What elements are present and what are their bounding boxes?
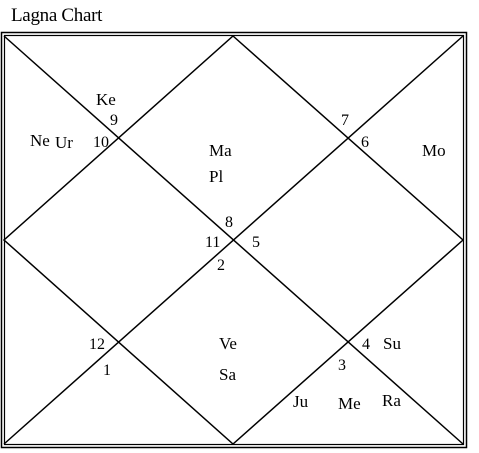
planet-rahu: Ra	[382, 391, 401, 410]
planet-sun: Su	[383, 334, 401, 353]
sign-number-4: 4	[362, 336, 370, 353]
sign-number-5: 5	[252, 234, 260, 251]
planet-uranus: Ur	[55, 133, 73, 152]
diagonal-anti	[3, 35, 464, 445]
planet-mercury: Me	[338, 394, 361, 413]
planet-venus: Ve	[219, 334, 237, 353]
planet-moon: Mo	[422, 141, 446, 160]
sign-number-3: 3	[338, 357, 346, 374]
chart-title: Lagna Chart	[11, 5, 103, 26]
planet-pluto: Pl	[209, 167, 223, 186]
sign-number-11: 11	[205, 234, 220, 251]
outer-border	[0, 31, 468, 449]
sign-number-6: 6	[361, 134, 369, 151]
sign-number-12: 12	[89, 336, 105, 353]
planet-jupiter: Ju	[293, 392, 309, 411]
planet-neptune: Ne	[30, 131, 50, 150]
planet-saturn: Sa	[219, 365, 236, 384]
sign-number-1: 1	[103, 362, 111, 379]
inner-diamond	[2, 34, 465, 446]
sign-number-9: 9	[110, 112, 118, 129]
planet-ketu: Ke	[96, 90, 116, 109]
sign-number-2: 2	[217, 257, 225, 274]
sign-number-8: 8	[225, 214, 233, 231]
planet-mars: Ma	[209, 141, 232, 160]
sign-number-10: 10	[93, 134, 109, 151]
sign-number-7: 7	[341, 112, 349, 129]
